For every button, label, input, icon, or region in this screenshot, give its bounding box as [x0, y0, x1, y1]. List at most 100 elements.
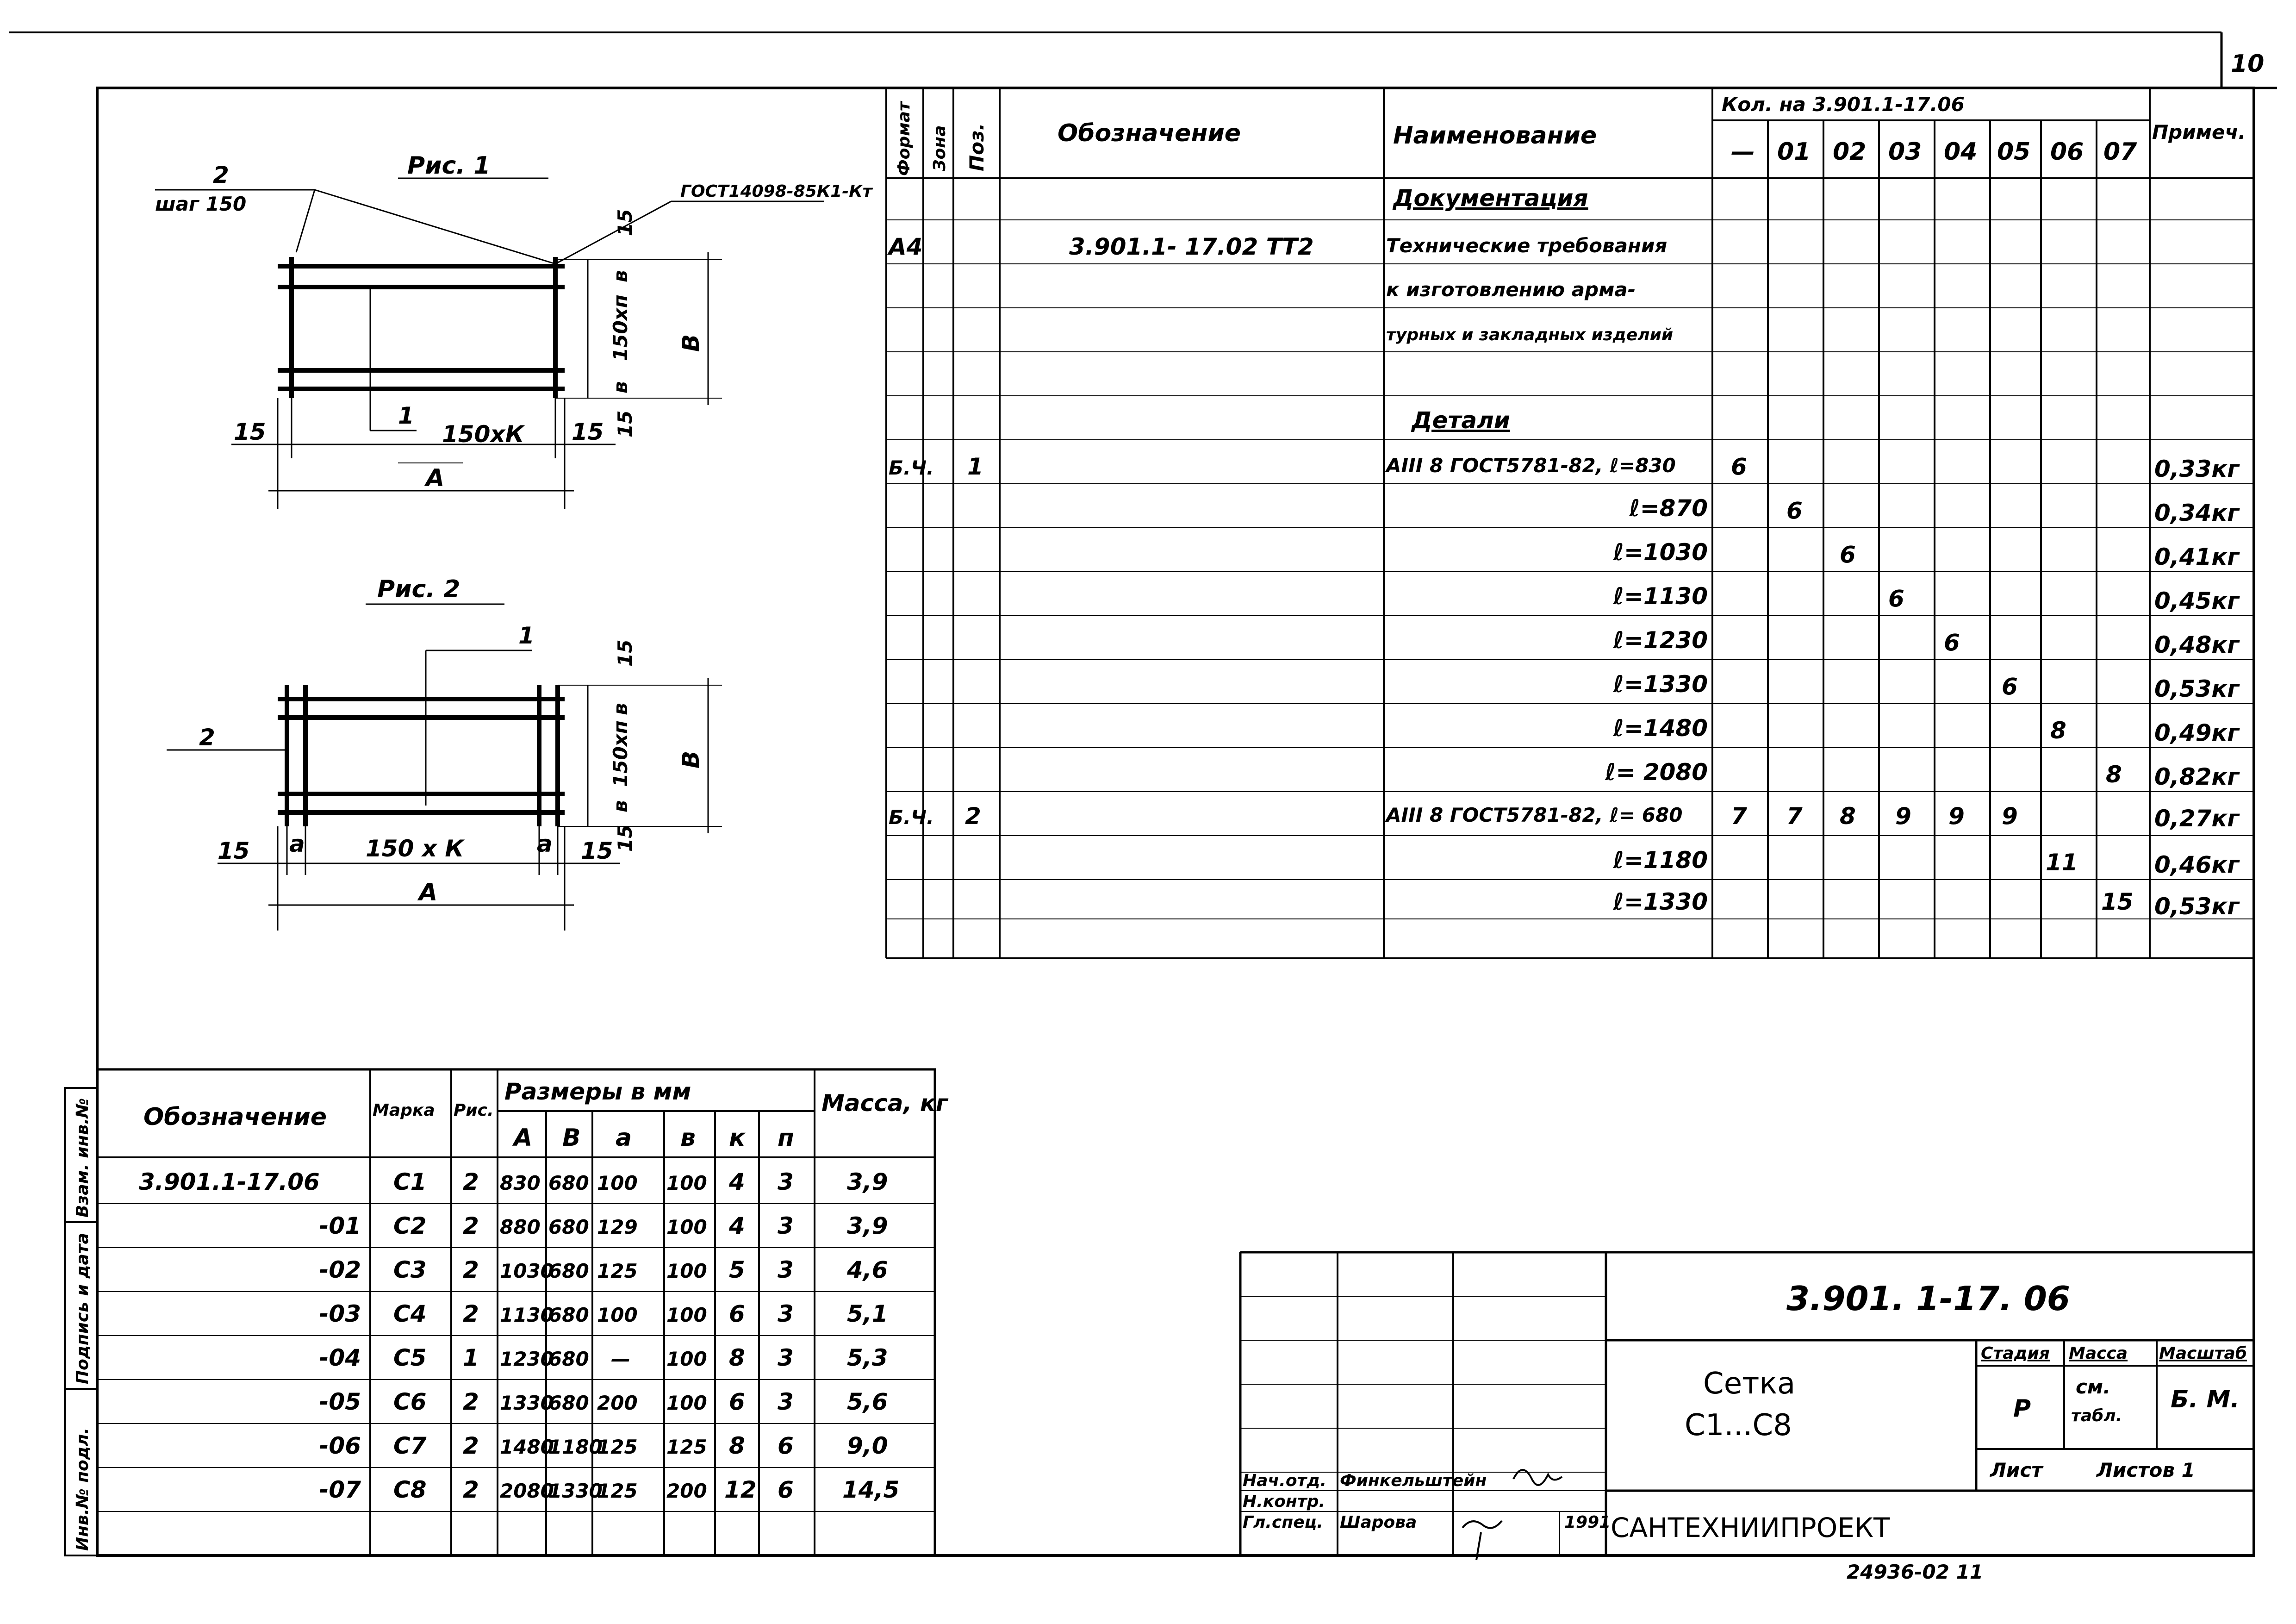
side-stamp-inv-repl: Взам. инв.№: [73, 1098, 92, 1218]
marks-B: 680: [548, 1260, 589, 1282]
fig1-label: 15: [614, 411, 636, 437]
hdr-qty-col: 03: [1888, 138, 1922, 166]
mass-label: Масса: [2069, 1344, 2128, 1363]
spec-note: 0,34кг: [2154, 500, 2240, 526]
marks-row: -05 С6 2 1330 680 200 100 6 3 5,6: [319, 1388, 888, 1415]
spec-name: ℓ=1480: [1612, 715, 1708, 742]
marks-a: 100: [597, 1172, 638, 1194]
spec-format: Б.Ч.: [889, 456, 934, 479]
fig2-label: 150 х К: [366, 835, 465, 862]
spec-qty: 8: [2050, 717, 2066, 744]
marks-A: 830: [500, 1172, 541, 1194]
marks-mass: 4,6: [846, 1256, 888, 1283]
scale-label: Масштаб: [2159, 1344, 2247, 1363]
spec-qty: 6: [1731, 453, 1747, 480]
marks-b: 100: [666, 1172, 707, 1194]
hdr-pos: Поз.: [965, 123, 988, 171]
marks-A: 1480: [500, 1436, 554, 1458]
marks-fig: 1: [463, 1344, 479, 1371]
marks-a: 100: [597, 1304, 638, 1326]
spec-qty: 6: [1786, 497, 1803, 524]
marks-k: 12: [724, 1476, 757, 1503]
marks-a: 125: [597, 1436, 638, 1458]
spec-qty: 9: [1948, 803, 1965, 830]
fig1-label: 2: [213, 162, 229, 188]
year: 1991: [1564, 1513, 1611, 1532]
fig2-label: А: [417, 879, 437, 906]
signer-name: Финкельштейн: [1340, 1471, 1487, 1490]
spec-qty: 6: [1840, 541, 1856, 568]
marks-k: 8: [729, 1432, 745, 1459]
fig1-label: В: [678, 334, 704, 352]
spec-name: к изготовлению арма-: [1386, 278, 1636, 301]
marks-hdr-designation: Обозначение: [143, 1103, 327, 1131]
spec-pos: 2: [965, 803, 981, 830]
marks-A: 1130: [500, 1304, 554, 1326]
marks-designation: -02: [319, 1256, 361, 1283]
hdr-name: Наименование: [1393, 122, 1597, 150]
marks-mark: С8: [393, 1476, 426, 1503]
sheet-label: Лист: [1989, 1459, 2044, 1481]
marks-b: 200: [666, 1480, 707, 1502]
fig2-label: в: [609, 703, 632, 715]
spec-note: 0,45кг: [2154, 587, 2240, 614]
marks-k: 4: [728, 1168, 745, 1195]
marks-A: 1030: [500, 1260, 554, 1282]
marks-n: 3: [778, 1256, 794, 1283]
fig1-label: 1: [398, 402, 414, 429]
spec-note: 0,41кг: [2154, 543, 2240, 570]
marks-a: 200: [597, 1392, 638, 1414]
spec-note: 0,53кг: [2154, 893, 2240, 920]
marks-a: 125: [597, 1260, 638, 1282]
marks-hdr-size: к: [729, 1124, 746, 1152]
spec-name: ℓ= 2080: [1605, 759, 1708, 786]
marks-b: 125: [666, 1436, 707, 1458]
role-label: Н.контр.: [1243, 1492, 1325, 1511]
marks-row: -02 С3 2 1030 680 125 100 5 3 4,6: [319, 1256, 888, 1283]
fig2-label: 15: [581, 837, 613, 864]
marks-b: 100: [666, 1304, 707, 1326]
fig1-label: А: [424, 464, 444, 492]
fig2-label: а: [289, 831, 305, 857]
marks-B: 680: [548, 1172, 589, 1194]
marks-fig: 2: [463, 1300, 479, 1327]
hdr-designation: Обозначение: [1058, 119, 1241, 147]
fig2-label: 15: [614, 640, 636, 667]
marks-row: -01 С2 2 880 680 129 100 4 3 3,9: [319, 1212, 888, 1239]
marks-mark: С1: [393, 1168, 426, 1195]
spec-name: Документация: [1392, 185, 1588, 212]
marks-row: -03 С4 2 1130 680 100 100 6 3 5,1: [319, 1300, 888, 1327]
spec-qty: 9: [1895, 803, 1911, 830]
marks-k: 5: [729, 1256, 745, 1283]
marks-b: 100: [666, 1216, 707, 1238]
marks-n: 3: [778, 1168, 794, 1195]
spec-note: 0,48кг: [2154, 631, 2240, 658]
marks-fig: 2: [463, 1168, 479, 1195]
marks-n: 6: [778, 1476, 794, 1503]
spec-qty: 7: [1731, 803, 1747, 830]
drawing-title-line1: Сетка: [1703, 1367, 1795, 1401]
spec-table-grid: [885, 88, 2254, 959]
marks-hdr-size: а: [616, 1124, 632, 1152]
fig2-label: 150хп: [609, 720, 632, 787]
fig1-label: в: [609, 381, 632, 394]
marks-n: 3: [778, 1300, 794, 1327]
side-stamp-inv-orig: Инв.№ подл.: [73, 1428, 92, 1551]
marks-designation: -03: [319, 1300, 361, 1327]
hdr-qty-col: 01: [1777, 138, 1811, 166]
spec-note: 0,53кг: [2154, 675, 2240, 702]
side-stamp-sign-date: Подпись и дата: [73, 1233, 92, 1384]
fig2-label: В: [678, 751, 704, 768]
marks-fig: 2: [463, 1388, 479, 1415]
marks-A: 880: [500, 1216, 541, 1238]
spec-qty: 15: [2101, 888, 2134, 915]
spec-format: Б.Ч.: [889, 806, 934, 829]
doc-code: 3.901. 1-17. 06: [1786, 1279, 2070, 1318]
fig1-label: 15: [234, 418, 266, 445]
hdr-qty-col: 06: [2050, 138, 2084, 166]
spec-name: АIII 8 ГОСТ5781-82, ℓ=830: [1385, 454, 1676, 477]
spec-name: ℓ=1130: [1612, 583, 1708, 610]
spec-qty: 8: [2106, 761, 2122, 788]
hdr-qty-col: 05: [1997, 138, 2030, 166]
marks-fig: 2: [463, 1212, 479, 1239]
